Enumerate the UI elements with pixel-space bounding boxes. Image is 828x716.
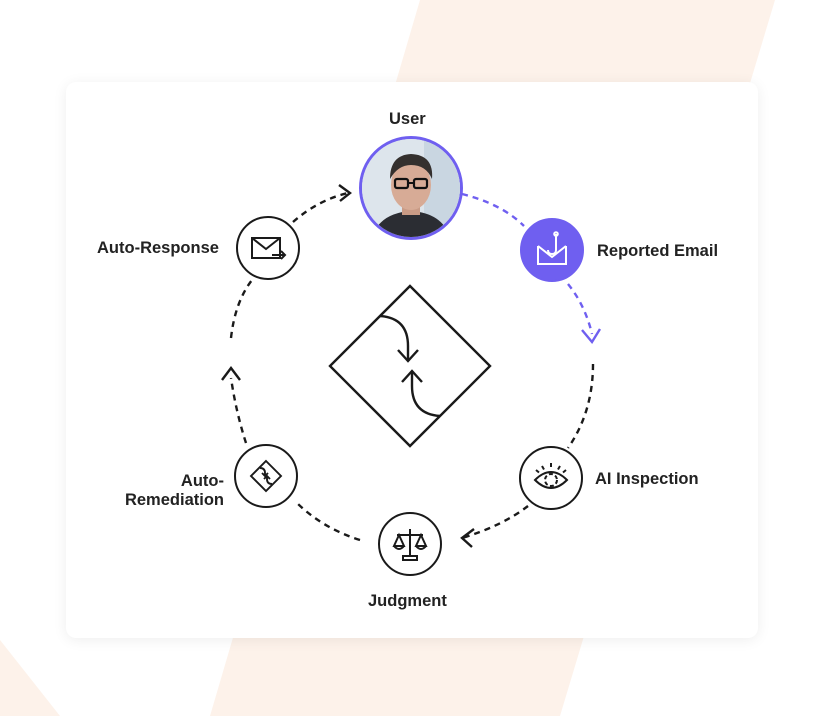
- reported-email-label: Reported Email: [597, 242, 719, 260]
- ai-inspection-label: AI Inspection: [595, 470, 699, 488]
- eye-icon: [533, 463, 569, 489]
- connector-user-to-reported: [461, 192, 525, 227]
- arrowhead-ai-to-judgment: [460, 528, 475, 548]
- connector-right-to-ai: [567, 363, 595, 449]
- auto-remediation-label: Auto- Remediation: [118, 472, 224, 510]
- connector-left-to-autoresponse: [229, 279, 253, 339]
- user-avatar-photo: [362, 139, 460, 237]
- auto-remediation-label-line2: Remediation: [124, 491, 224, 509]
- user-label: User: [389, 110, 426, 128]
- user-avatar: [359, 136, 463, 240]
- arrowhead-reported-to-ai: [581, 328, 602, 345]
- diamond-arrows-icon: [249, 459, 283, 493]
- connector-ai-to-judgment: [461, 505, 529, 540]
- connector-remediation-up: [229, 377, 248, 444]
- phishing-hook-envelope-icon: [537, 231, 567, 265]
- auto-remediation-node: [234, 444, 298, 508]
- judgment-label: Judgment: [368, 592, 447, 610]
- reported-email-node: [520, 218, 584, 282]
- envelope-send-icon: [251, 237, 287, 260]
- ai-inspection-node: [519, 446, 583, 510]
- diamond-exchange-icon: [328, 284, 492, 448]
- judgment-node: [378, 512, 442, 576]
- auto-response-node: [236, 216, 300, 280]
- scales-icon: [392, 529, 428, 561]
- auto-remediation-label-line1: Auto-: [180, 472, 224, 490]
- arrowhead-remediation-up: [221, 366, 241, 381]
- auto-response-label: Auto-Response: [97, 239, 219, 257]
- connector-autoresponse-to-user: [292, 191, 349, 223]
- connector-judgment-to-remediation: [295, 501, 361, 542]
- connector-reported-to-ai: [567, 283, 594, 335]
- arrowhead-autoresponse-to-user: [338, 184, 352, 202]
